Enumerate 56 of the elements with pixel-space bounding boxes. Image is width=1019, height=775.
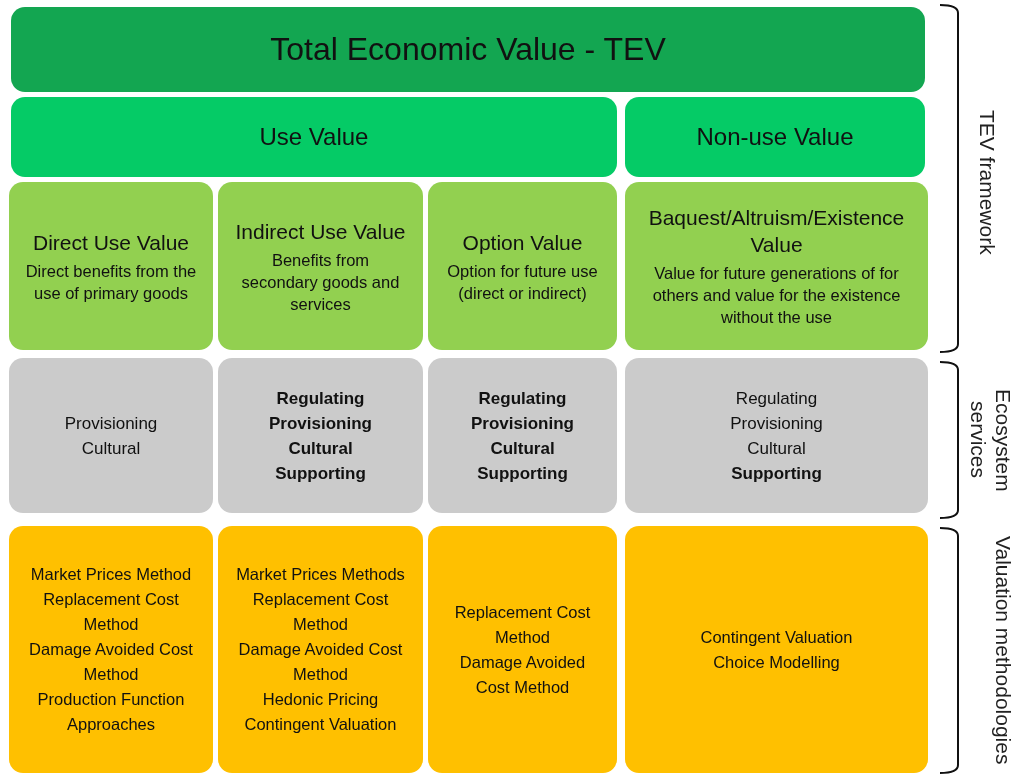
- method-item: Damage Avoided Cost Method: [237, 639, 404, 685]
- method-item: Contingent Valuation: [700, 626, 853, 648]
- section-label: Ecosystem services: [966, 387, 1016, 494]
- service-item: Supporting: [731, 462, 822, 485]
- service-item: Supporting: [275, 462, 366, 485]
- method-item: Choice Modelling: [713, 651, 840, 673]
- category-banner: [625, 97, 925, 177]
- value-description: Value for future generations of for others and value for the existence without the use: [651, 263, 902, 328]
- method-item: Market Prices Methods: [236, 564, 405, 585]
- method-item: Market Prices Method: [30, 564, 192, 585]
- method-card: [9, 526, 213, 773]
- title-banner: [11, 7, 925, 92]
- method-card: [625, 526, 928, 773]
- service-item: Regulating: [735, 387, 818, 410]
- service-item: Cultural: [747, 437, 806, 460]
- value-heading: Direct Use Value: [33, 229, 189, 256]
- value-description: Benefits from secondary goods and services: [240, 249, 401, 315]
- value-heading: Baquest/Altruism/Existence Value: [647, 205, 906, 258]
- title-text: Total Economic Value - TEV: [270, 31, 666, 68]
- method-item: Damage Avoided Cost Method: [458, 651, 587, 698]
- service-item: Provisioning: [471, 412, 574, 435]
- service-item: Provisioning: [64, 412, 158, 435]
- method-item: Contingent Valuation: [244, 714, 397, 735]
- service-item: Regulating: [276, 387, 365, 410]
- section-label: Valuation methodologies: [991, 535, 1016, 767]
- method-item: Damage Avoided Cost Method: [28, 639, 194, 685]
- service-item: Cultural: [490, 437, 555, 460]
- service-card: [428, 358, 617, 513]
- value-heading: Option Value: [462, 229, 583, 256]
- method-card: [428, 526, 617, 773]
- value-card: [9, 182, 213, 350]
- method-item: Hedonic Pricing: [262, 689, 379, 710]
- section-label: TEV framework: [975, 109, 1000, 257]
- method-item: Replacement Cost Method: [42, 589, 180, 635]
- service-card: [625, 358, 928, 513]
- value-description: Direct benefits from the use of primary goods: [25, 260, 197, 304]
- service-item: Provisioning: [730, 412, 823, 435]
- value-card: [625, 182, 928, 350]
- value-card: [218, 182, 423, 350]
- method-card: [218, 526, 423, 773]
- value-card: [428, 182, 617, 350]
- category-heading: Non-use Value: [696, 123, 854, 151]
- value-description: Option for future use (direct or indirect): [446, 260, 599, 304]
- service-card: [9, 358, 213, 513]
- service-item: Cultural: [288, 437, 353, 460]
- service-item: Supporting: [477, 462, 568, 485]
- method-item: Production Function Approaches: [36, 689, 186, 735]
- category-banner: [11, 97, 617, 177]
- service-item: Provisioning: [269, 412, 372, 435]
- method-item: Replacement Cost Method: [251, 589, 390, 635]
- service-item: Regulating: [478, 387, 567, 410]
- method-item: Replacement Cost Method: [453, 601, 592, 648]
- category-heading: Use Value: [259, 123, 369, 151]
- service-card: [218, 358, 423, 513]
- value-heading: Indirect Use Value: [235, 218, 406, 245]
- service-item: Cultural: [81, 437, 141, 460]
